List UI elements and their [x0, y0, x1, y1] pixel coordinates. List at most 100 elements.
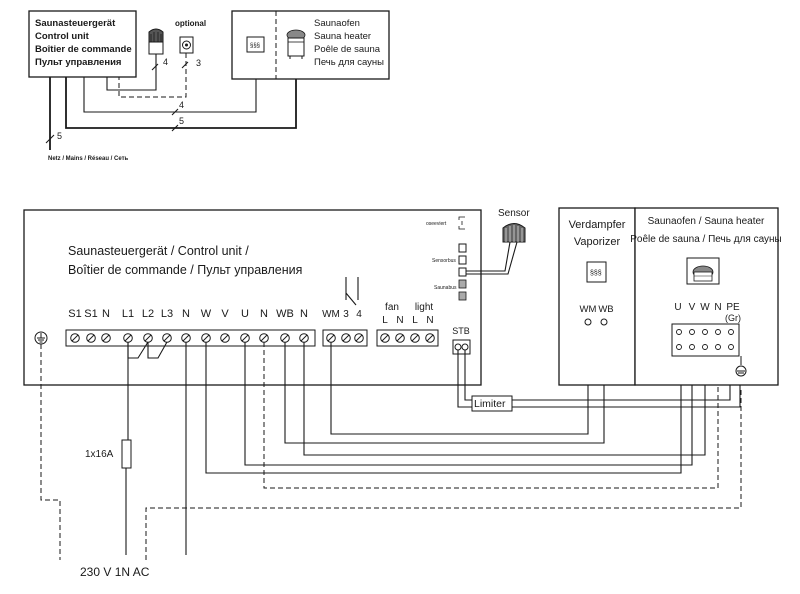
optional-sensor-icon — [179, 36, 194, 54]
limiter-cable-a — [457, 350, 473, 408]
overview-control-unit-line-1: Saunasteuergerät — [35, 18, 116, 29]
sensorbus-label: Sensorbus — [432, 258, 456, 264]
terminal-label-s1a: S1 — [68, 308, 81, 320]
pe-to-heater — [145, 388, 742, 560]
terminal-label-s1b: S1 — [84, 308, 97, 320]
heater-ground-icon — [735, 356, 747, 377]
terminal-label-4: 4 — [356, 309, 362, 320]
relay-contact-icon — [345, 277, 359, 306]
terminal-label-v: V — [221, 308, 229, 320]
ground-icon — [34, 331, 48, 345]
overview-control-unit-line-2: Control unit — [35, 31, 90, 42]
heater-terminal-screws — [676, 329, 734, 350]
limiter-cable-b — [464, 350, 473, 401]
main-diagram: Saunasteuergerät / Control unit / Boîtie… — [23, 207, 782, 579]
overview-cable-3-sensor — [118, 53, 187, 98]
sensor-cable-a — [466, 241, 511, 272]
overview-heater-control-icon: §§§ — [246, 36, 265, 53]
vaporizer-line-2: Vaporizer — [574, 236, 621, 248]
overview-cable-label-5: 5 — [57, 131, 62, 141]
overview-heater-line-2: Sauna heater — [314, 31, 371, 42]
wire-v — [244, 342, 693, 466]
fuse-icon — [121, 439, 132, 469]
svg-text:§§§: §§§ — [250, 43, 260, 49]
overview-heater-line-4: Печь для сауны — [314, 57, 384, 68]
overview-control-unit-line-4: Пульт управления — [35, 57, 121, 68]
overview-cable-label-4: 4 — [163, 57, 168, 67]
terminal-label-w: W — [201, 308, 212, 320]
overview-cable-label-3: 3 — [196, 58, 201, 68]
vaporizer-line-1: Verdampfer — [569, 219, 626, 231]
control-unit-title-line-1: Saunasteuergerät / Control unit / — [68, 244, 249, 258]
sensor-cable-b — [466, 241, 518, 275]
control-unit-title-line-2: Boîtier de commande / Пульт управления — [68, 263, 302, 277]
heater-terminal-label-pe: PE — [726, 302, 740, 313]
socket-1 — [458, 243, 467, 253]
terminal-label-l1: L1 — [122, 308, 134, 320]
wm-terminal-screws — [326, 333, 364, 343]
fan-terminal-label-l: L — [382, 315, 388, 326]
stb-label: STB — [452, 326, 470, 336]
terminal-screw-slots — [71, 334, 308, 342]
sensor-icon — [502, 223, 526, 243]
limiter-label: Limiter — [474, 398, 506, 410]
terminal-label-l3: L3 — [161, 308, 173, 320]
limiter-box — [471, 395, 513, 412]
light-terminal-label-l: L — [412, 315, 418, 326]
overview-cable-5-heater — [65, 77, 297, 129]
overview-cable-4-heater — [83, 77, 257, 113]
overview-heater-line-1: Saunaofen — [314, 18, 360, 29]
overview-cable-4-panel — [106, 54, 157, 91]
light-label: light — [415, 302, 434, 313]
heater-pe-note: (Gr) — [725, 313, 741, 323]
vaporizer-icon — [586, 261, 607, 283]
socket-saunabus — [458, 279, 467, 289]
saunabus-label: Saunabus — [434, 285, 457, 291]
fuse-label: 1x16A — [85, 449, 114, 460]
socket-sensor — [458, 267, 467, 277]
fan-light-terminal-block — [376, 329, 439, 347]
terminal-label-n4: N — [300, 308, 308, 320]
overview-stove-icon — [286, 29, 306, 59]
heater-terminal-label-n: N — [714, 302, 721, 313]
heater-title-line-1: Saunaofen / Sauna heater — [648, 216, 765, 227]
heater-terminal-label-u: U — [674, 302, 681, 313]
wire-n — [263, 342, 719, 489]
socket-5 — [458, 291, 467, 301]
control-panel-icon — [148, 28, 164, 55]
oseeviert-label: oseeviert — [426, 221, 447, 227]
overview-cable-label-5b: 5 — [179, 116, 184, 126]
socket-sensorbus — [458, 255, 467, 265]
terminal-label-n3: N — [260, 308, 268, 320]
vaporizer-terminal-wm: WM — [580, 304, 597, 315]
vaporizer-box — [558, 207, 636, 386]
overview-diagram: Saunasteuergerät Control unit Boîtier de… — [28, 10, 390, 162]
oseeviert-icon — [458, 216, 465, 230]
fan-terminal-label-n: N — [396, 315, 403, 326]
heater-terminal-label-w: W — [700, 302, 710, 313]
terminal-label-wb: WB — [276, 308, 294, 320]
light-terminal-label-n: N — [426, 315, 433, 326]
heater-terminal-label-v: V — [689, 302, 696, 313]
overview-heater-line-3: Poêle de sauna — [314, 44, 381, 55]
terminal-label-3: 3 — [343, 309, 349, 320]
terminal-label-u: U — [241, 308, 249, 320]
control-unit-box — [23, 209, 482, 386]
sensor-label: Sensor — [498, 208, 530, 219]
wire-u — [303, 342, 706, 456]
optional-label: optional — [175, 19, 206, 28]
overview-control-unit-line-3: Boîtier de commande — [35, 44, 132, 55]
overview-control-unit-box — [28, 10, 137, 78]
bridge-l2-l3 — [147, 341, 168, 359]
overview-cable-label-4b: 4 — [179, 100, 184, 110]
wire-w — [205, 342, 682, 474]
fan-label: fan — [385, 302, 399, 313]
mains-label: Netz / Mains / Réseau / Сеть — [48, 156, 129, 162]
stb-terminal-screws — [454, 343, 469, 351]
vaporizer-terminal-wb: WB — [598, 304, 613, 315]
heater-stove-icon — [686, 257, 720, 285]
terminal-label-n2: N — [182, 308, 190, 320]
supply-line-pe — [40, 344, 61, 560]
heater-title-line-2: Poêle de sauna / Печь для сауны — [630, 234, 781, 245]
